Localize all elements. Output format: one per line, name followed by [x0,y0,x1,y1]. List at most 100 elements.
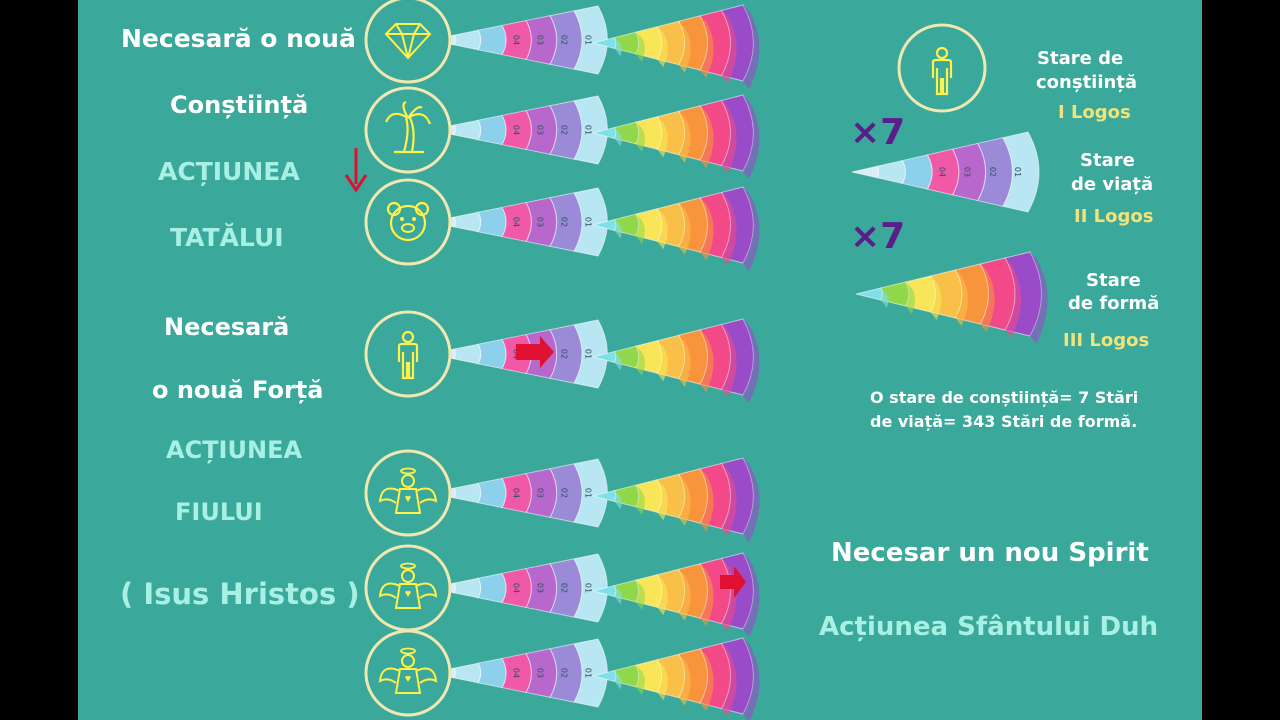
father-line-1: Necesară o nouă [121,24,356,53]
cone-segment-depth [614,219,622,239]
cone-number-label: 04 [511,217,520,227]
cone-number-label: 03 [535,35,544,45]
cone-segment [901,154,933,190]
cone-segment [855,287,884,301]
angel-icon [405,590,411,597]
cone-segment-depth [721,643,737,717]
cone-segment-depth [657,479,668,521]
cone-segment-depth [743,458,760,542]
logos-2-label: II Logos [1074,206,1154,227]
angel-icon [400,562,416,570]
person-icon [931,58,953,96]
cone-number-label: 01 [583,488,592,498]
cone-segment-depth [700,468,714,532]
cone-number-label: 04 [511,488,520,498]
cone-segment [477,24,507,56]
cone-segment-depth [880,288,889,308]
cone-segment [453,29,482,51]
cone-segment [477,338,507,370]
bear-face-icon [412,217,416,221]
palm-tree-icon [384,100,432,154]
cone-segment [477,477,507,509]
cone-number-label: 01 [583,583,592,593]
cone-segment-depth [700,648,714,712]
cone-segment-depth [721,324,737,398]
cone-segment [453,211,482,233]
summary-line-2: de viață= 343 Stări de formă. [870,412,1138,431]
cone-segment-depth [700,105,714,169]
angel-icon [378,582,401,599]
bear-face-icon [389,204,427,242]
angel-icon [378,667,401,684]
cone-segment-depth [635,32,645,62]
cone-segment-depth [657,26,668,68]
cone-segment [477,114,507,146]
angel-icon [415,487,438,504]
cone-segment-depth [614,670,622,690]
cone-segment [851,165,880,179]
cone-segment-depth [678,111,691,163]
cone-segment-depth [678,474,691,526]
son-line-2: o nouă Forță [152,376,324,404]
down-arrow-icon [344,148,368,193]
cone-segment-depth [955,270,969,326]
cone-number-label: 01 [1013,167,1022,177]
cone-segment-depth [657,659,668,701]
angel-icon [401,654,415,668]
cone-segment-depth [614,490,622,510]
cone-number-label: 02 [559,35,568,45]
person-icon [401,330,415,344]
cone-number-label: 04 [511,125,520,135]
cone-segment-depth [743,553,760,637]
icon-circle [364,449,452,537]
cone-number-label: 02 [559,668,568,678]
cone-segment-depth [657,340,668,382]
cone-segment-depth [980,264,995,332]
cone-segment-depth [743,319,760,403]
cone-segment-depth [678,203,691,255]
person-icon [935,46,949,60]
cone-segment-depth [1030,252,1048,344]
cone-segment [453,662,482,684]
cone-segment-depth [678,21,691,73]
cone-segment [477,206,507,238]
cone-segment-depth [657,116,668,158]
father-line-4: TATĂLUI [170,223,284,252]
right-arrow-icon [720,566,746,598]
cone-segment [477,657,507,689]
cone-segment-depth [721,463,737,537]
angel-icon [394,488,422,514]
diamond-icon [384,23,432,60]
angel-icon [400,647,416,655]
cone-segment-depth [678,569,691,621]
icon-circle [364,178,452,266]
cone-diagram: 0102030401020304010203040102030401020304… [344,0,1048,720]
angel-icon [394,583,422,609]
multiplier-1: ×7 [850,112,906,153]
father-line-3: ACȚIUNEA [158,157,300,186]
cone-segment-depth [930,276,942,320]
angel-icon [405,495,411,502]
cone-number-label: 02 [559,217,568,227]
cone-segment-depth [700,563,714,627]
angel-icon [415,582,438,599]
cone-number-label: 02 [559,488,568,498]
icon-circle [897,23,987,113]
cone-number-label: 01 [583,35,592,45]
cone-segment-depth [743,95,760,179]
son-line-3: ACȚIUNEA [166,436,303,464]
cone-segment [876,159,906,185]
slide: 0102030401020304010203040102030401020304… [78,0,1202,720]
cone-number-label: 03 [535,217,544,227]
cone-number-label: 02 [559,125,568,135]
cone-segment-depth [635,214,645,244]
cone-number-label: 04 [511,349,520,359]
form-label-2: de formă [1068,293,1160,314]
right-arrow-icon [516,336,554,368]
cone-number-label: 03 [535,583,544,593]
cone-segment [453,343,482,365]
